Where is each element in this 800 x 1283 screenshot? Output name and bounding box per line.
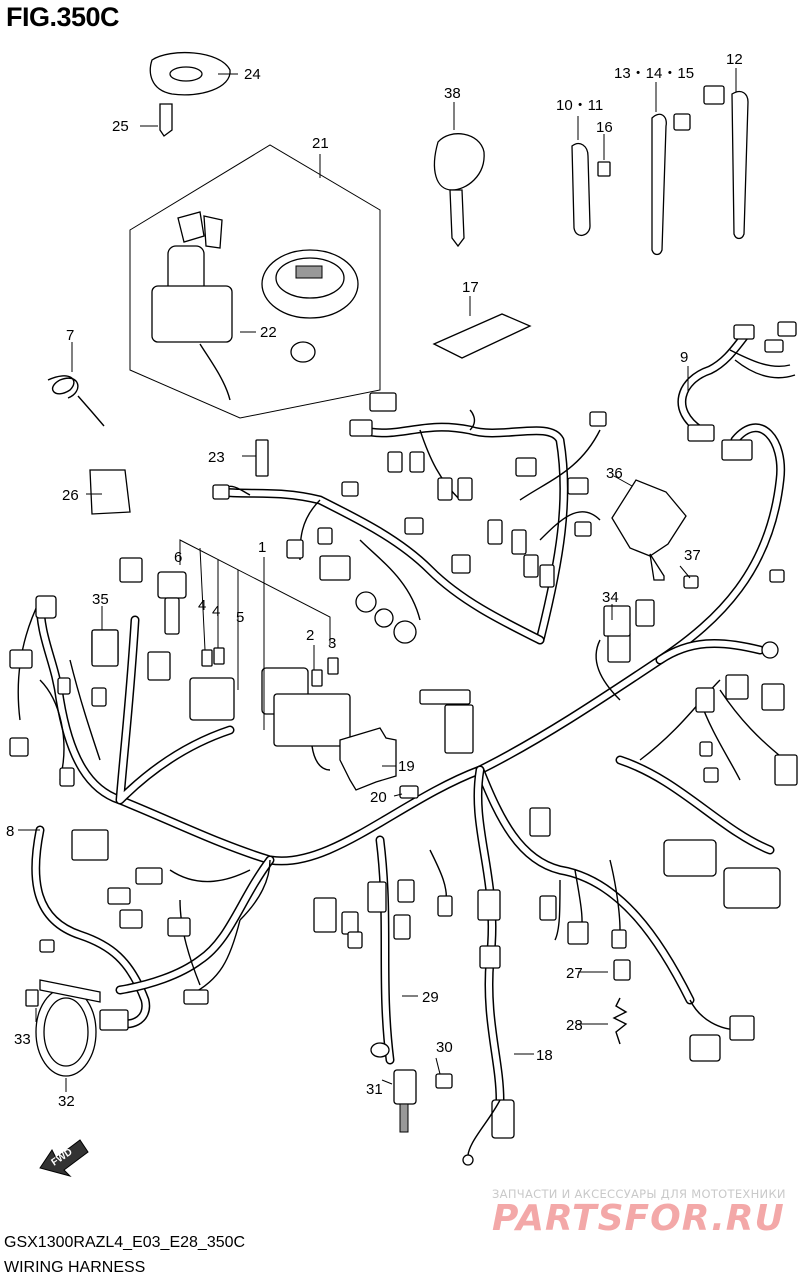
callout-28: 28 xyxy=(566,1017,583,1034)
callout-9: 9 xyxy=(680,349,688,366)
ignition-switch-group xyxy=(129,144,381,419)
watermark-brand: PARTSFOR.RU xyxy=(492,1198,785,1239)
callout-26: 26 xyxy=(62,487,79,504)
sub-harness-9 xyxy=(677,321,797,461)
callout-21: 21 xyxy=(312,135,329,152)
callout-32: 32 xyxy=(58,1093,75,1110)
callout-19: 19 xyxy=(398,758,415,775)
callout-23: 23 xyxy=(208,449,225,466)
callout-24: 24 xyxy=(244,66,261,83)
callout-25: 25 xyxy=(112,118,129,135)
callout-2: 2 xyxy=(306,627,314,644)
callout-20: 20 xyxy=(370,789,387,806)
callout-34: 34 xyxy=(602,589,619,606)
callout-labels: 24 25 21 22 7 23 26 38 17 10・11 16 13・14… xyxy=(6,51,743,1110)
callout-18: 18 xyxy=(536,1047,553,1064)
fwd-arrow: FWD xyxy=(39,1139,89,1177)
figure-title: FIG.350C xyxy=(6,2,120,32)
callout-4-left: 4 xyxy=(198,597,206,614)
callout-10-11: 10・11 xyxy=(556,97,603,114)
callout-3: 3 xyxy=(328,635,336,652)
callout-13-14-15: 13・14・15 xyxy=(614,65,694,82)
callout-5: 5 xyxy=(236,609,244,626)
callout-leaders xyxy=(18,68,737,1092)
main-harness xyxy=(17,409,786,1105)
watermark-tagline: ЗАПЧАСТИ И АКСЕССУАРЫ ДЛЯ МОТОТЕХНИКИ xyxy=(492,1187,786,1201)
connectors xyxy=(9,392,798,1166)
model-code: GSX1300RAZL4_E03_E28_350C xyxy=(4,1234,246,1251)
callout-12: 12 xyxy=(726,51,743,68)
misc-parts xyxy=(25,51,749,1133)
callout-8: 8 xyxy=(6,823,14,840)
callout-35: 35 xyxy=(92,591,109,608)
callout-17: 17 xyxy=(462,279,479,296)
callout-30: 30 xyxy=(436,1039,453,1056)
callout-36: 36 xyxy=(606,465,623,482)
callout-22: 22 xyxy=(260,324,277,341)
callout-37: 37 xyxy=(684,547,701,564)
callout-7: 7 xyxy=(66,327,74,344)
callout-33: 33 xyxy=(14,1031,31,1048)
callout-16: 16 xyxy=(596,119,613,136)
callout-27: 27 xyxy=(566,965,583,982)
callout-29: 29 xyxy=(422,989,439,1006)
callout-38: 38 xyxy=(444,85,461,102)
section-name: WIRING HARNESS xyxy=(4,1259,146,1276)
callout-1: 1 xyxy=(258,539,266,556)
callout-6: 6 xyxy=(174,549,182,566)
callout-31: 31 xyxy=(366,1081,383,1098)
callout-4-right: 4 xyxy=(212,603,220,620)
